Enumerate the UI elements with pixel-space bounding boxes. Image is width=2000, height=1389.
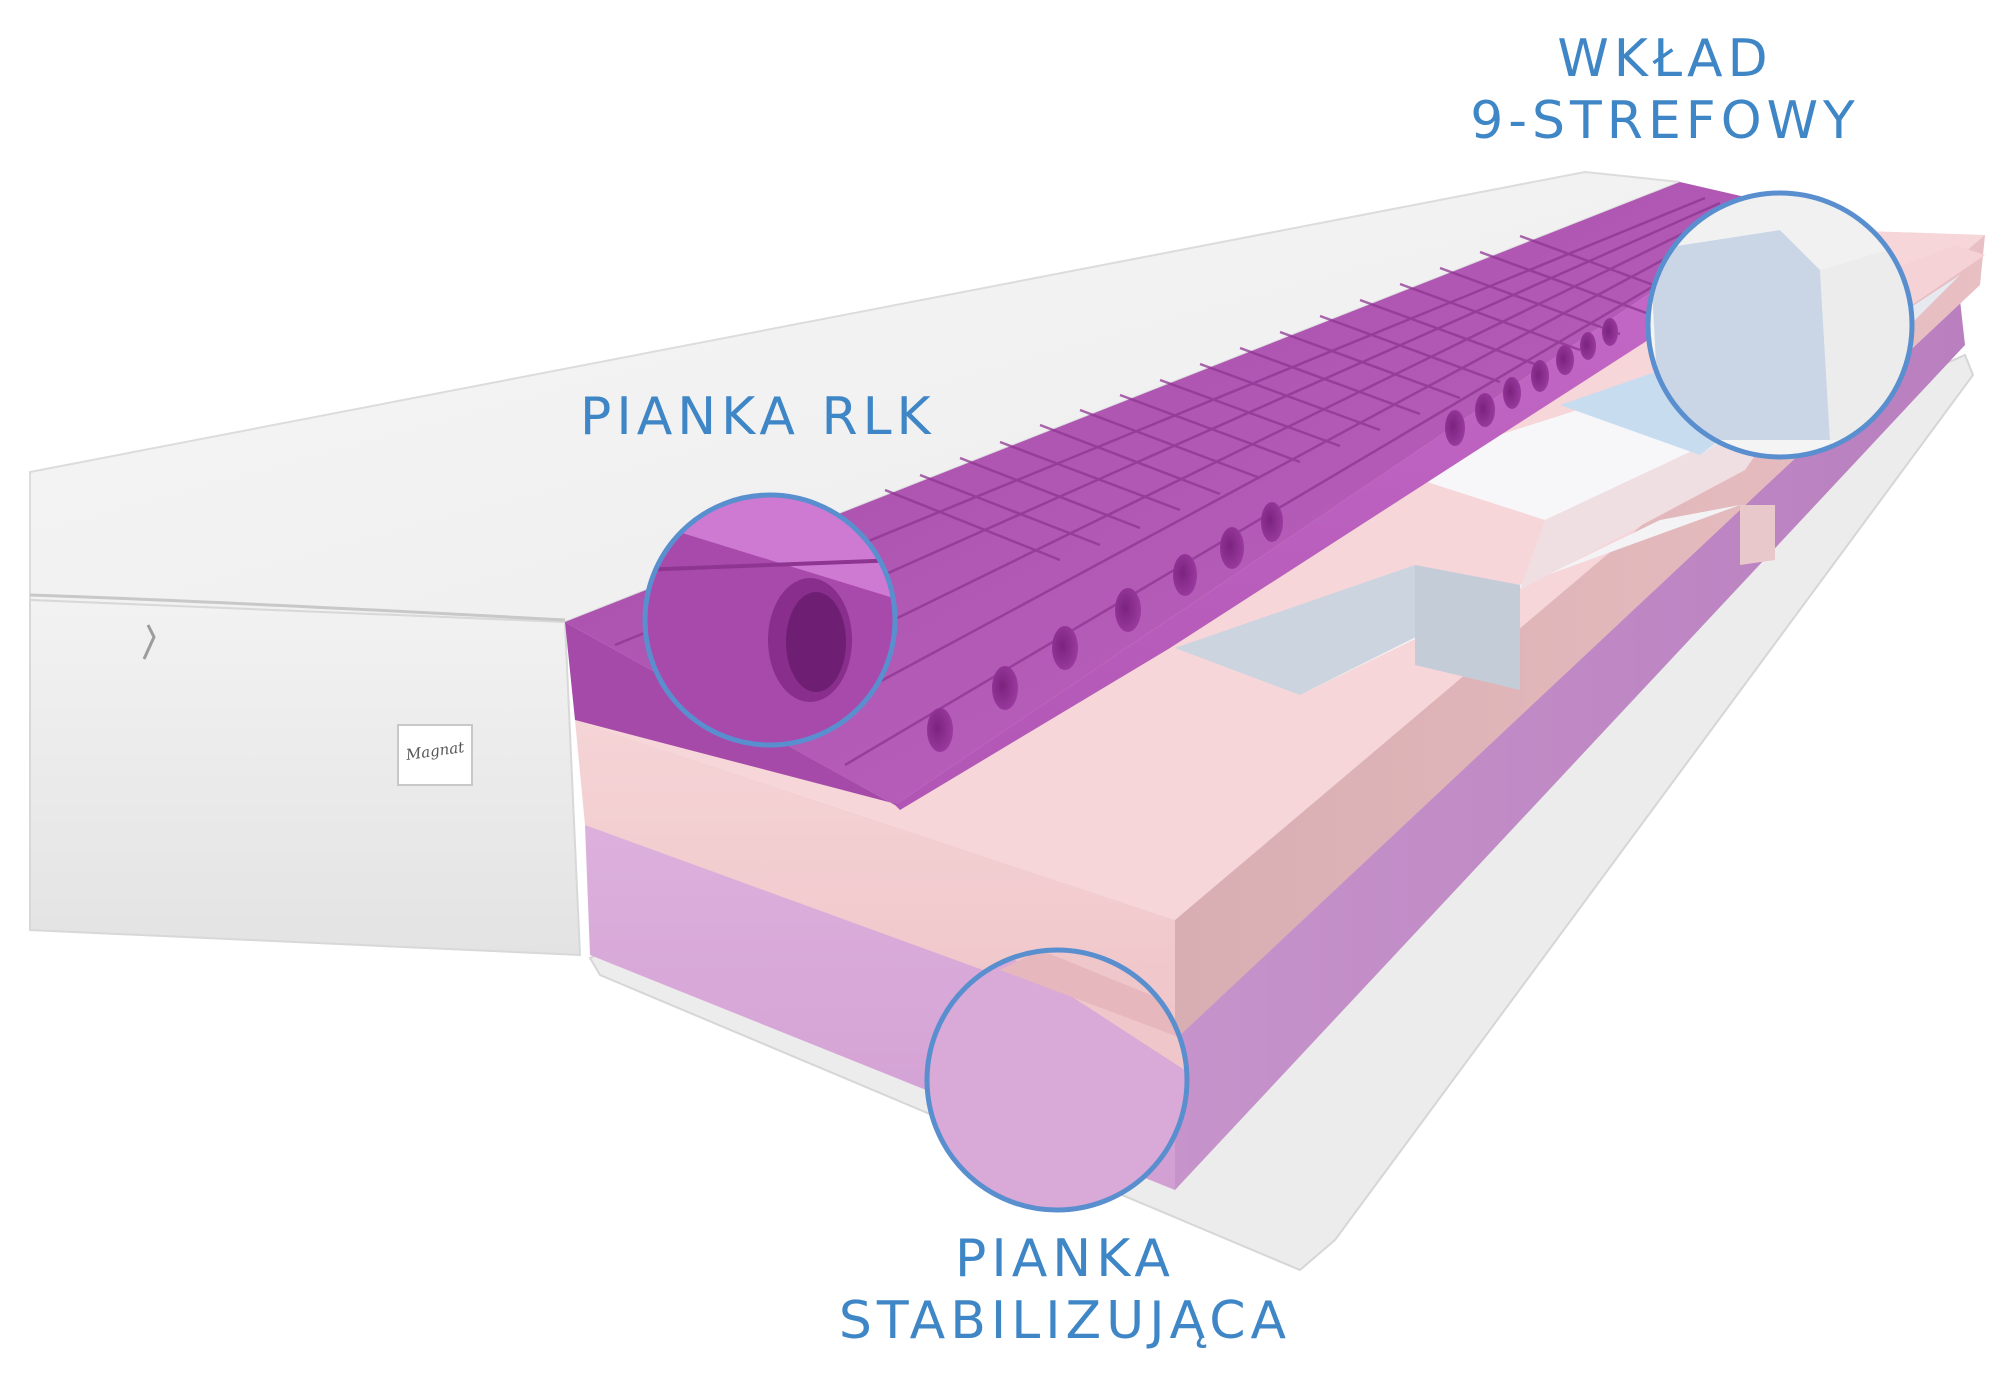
- rlk-zoom-circle: [642, 492, 898, 748]
- insert-zoom-circle: [1645, 190, 1915, 460]
- insert-label: WKŁAD 9-STREFOWY: [1455, 28, 1875, 152]
- stabilizing-label-line2: STABILIZUJĄCA: [838, 1291, 1292, 1351]
- rlk-holes: [927, 318, 1618, 752]
- zipper-pull-icon: [142, 624, 156, 660]
- zipper-seam: [29, 593, 566, 622]
- rlk-layer-front: [565, 622, 900, 805]
- insert-label-line1: WKŁAD: [1557, 29, 1773, 89]
- stabilizing-label: PIANKA STABILIZUJĄCA: [800, 1228, 1330, 1352]
- stabilizing-label-line1: PIANKA: [955, 1229, 1175, 1289]
- rlk-label: PIANKA RLK: [580, 386, 936, 448]
- brand-tag: [397, 724, 473, 786]
- cover-side: [29, 598, 582, 957]
- zone-insert-front-2: [1740, 505, 1775, 565]
- zone-insert-front-1: [1415, 565, 1520, 690]
- rlk-label-line1: PIANKA RLK: [580, 387, 936, 447]
- insert-label-line2: 9-STREFOWY: [1470, 91, 1860, 151]
